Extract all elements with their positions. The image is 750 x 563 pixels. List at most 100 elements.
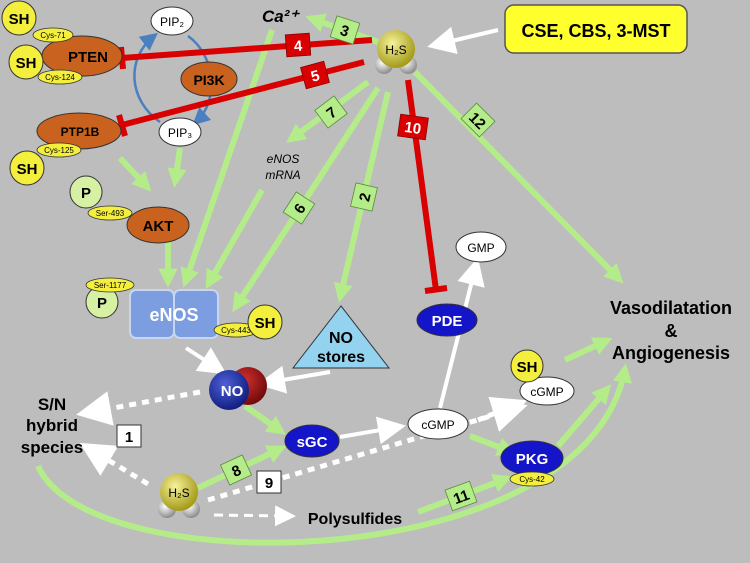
sh-badge-pten-2: SH [8,44,44,80]
pathway-label-1: 1 [116,424,142,448]
sgc-label: sGC [297,434,328,451]
arrow-12-h2s-to-outcome [412,69,624,284]
pathway-label-4: 4 [284,32,312,58]
outcome-line1: Vasodilatation [610,298,732,318]
pathway-label-9: 9 [256,470,282,494]
arrow-no-to-sgc [243,403,286,435]
arrow-h2s-to-polysulfides [213,505,296,527]
p-label-enos: P [97,295,107,312]
cys125-label: Cys-125 [44,146,74,155]
pip3-label: PIP₃ [168,126,192,140]
arrow-1-h2s-to-sn [79,442,150,487]
outcome-line3: Angiogenesis [612,343,730,363]
sh-badge-pten-1: SH [1,0,37,36]
sh-label-pten-2: SH [16,55,37,72]
svg-text:10: 10 [403,119,422,138]
pde-node: PDE [416,303,478,337]
sh-cgmp-node: cGMP SH [510,349,575,406]
pathway-label-5: 5 [300,60,330,90]
cys42-label: Cys-42 [519,475,545,484]
cys443-label: Cys-443 [221,326,251,335]
arrow-ca-to-enos [180,29,275,288]
ser1177-label: Ser-1177 [94,281,127,290]
arrow-no-to-sn [76,389,201,426]
sn-line3: species [21,438,83,457]
no-stores-node: NO stores [291,305,391,369]
h2s-bottom-molecule: H₂S [158,473,200,518]
h2s-bottom-label: H₂S [168,486,189,500]
cgmp-node: cGMP [407,408,469,440]
cys71-label: Cys-71 [40,31,66,40]
cys125-tag: Cys-125 [36,142,82,158]
outcome-line2: & [665,321,678,341]
arrow-ptp1b-to-akt [117,155,152,192]
pathway-label-10: 10 [397,113,429,141]
enos-node: eNOS [129,289,219,339]
cys124-tag: Cys-124 [37,69,83,85]
no-stores-line1: NO [329,330,353,347]
inhibition-10-h2s-to-pde [405,79,448,294]
gmp-label: GMP [467,241,494,255]
sgc-node: sGC [284,424,340,458]
arrow-enzymes-to-h2s [427,26,499,54]
pten-label: PTEN [68,49,108,66]
sh-cgmp-bottom-label: cGMP [530,385,563,399]
h2s-main-molecule: H₂S [375,30,417,74]
akt-label: AKT [143,218,174,235]
inhibition-4-h2s-to-pten [118,37,373,70]
pathway-label-6: 6 [282,191,316,225]
no-stores-line2: stores [317,349,365,366]
arrow-cgmp-to-gmp [438,257,485,409]
ser493-tag: Ser-493 [87,205,133,221]
sn-line1: S/N [38,395,66,414]
pip2-label: PIP₂ [160,15,184,29]
arrow-6-h2s-to-enos [232,86,381,313]
p-badge-akt: P [69,175,103,209]
p-label-akt: P [81,185,91,202]
svg-text:9: 9 [265,475,273,492]
arrow-no-stores-to-no [257,365,331,394]
pi3k-node: PI3K [180,61,238,97]
sh-label-enos: SH [255,315,276,332]
arrow-sh-cgmp-to-outcome [563,337,613,363]
cys42-tag: Cys-42 [509,471,555,487]
pathway-label-12: 12 [460,102,496,138]
pathway-label-8: 8 [219,454,253,486]
enzymes-box: CSE, CBS, 3-MST [504,4,688,54]
sh-badge-ptp1b: SH [9,150,45,186]
enos-mrna-line1: eNOS [267,152,300,166]
no-label: NO [221,383,244,400]
cgmp-label: cGMP [421,418,454,432]
sh-cgmp-top-label: SH [517,359,538,376]
pkg-label: PKG [516,451,549,468]
pkg-node: PKG [500,440,564,476]
arrow-enos-mrna-to-enos [205,188,265,290]
pi3k-label: PI3K [193,72,224,88]
ca-label: Ca²⁺ [262,7,300,26]
pathway-label-7: 7 [314,95,348,129]
cys71-tag: Cys-71 [32,27,74,43]
svg-text:1: 1 [125,429,133,446]
sh-badge-enos: SH [247,304,283,340]
enzymes-label: CSE, CBS, 3-MST [521,21,670,41]
svg-text:11: 11 [451,487,472,508]
pde-label: PDE [432,313,463,330]
sh-label-ptp1b: SH [17,161,38,178]
enos-label: eNOS [149,305,198,325]
arrow-sgc-to-cgmp [339,416,406,445]
pip2-node: PIP₂ [150,6,194,36]
sh-label-pten-1: SH [9,11,30,28]
ser1177-tag: Ser-1177 [85,277,135,293]
pten-node: PTEN [41,35,123,77]
arrow-pkg-to-outcome [555,384,612,448]
enos-mrna-line2: mRNA [265,168,300,182]
cycle-arrow-pip3-to-pip2 [133,32,161,124]
cys124-label: Cys-124 [45,73,75,82]
polysulfides-label: Polysulfides [308,511,402,528]
arrow-sn-to-outcome [35,363,633,546]
h2s-main-label: H₂S [385,43,406,57]
sn-line2: hybrid [26,416,78,435]
pathway-label-11: 11 [444,480,478,512]
